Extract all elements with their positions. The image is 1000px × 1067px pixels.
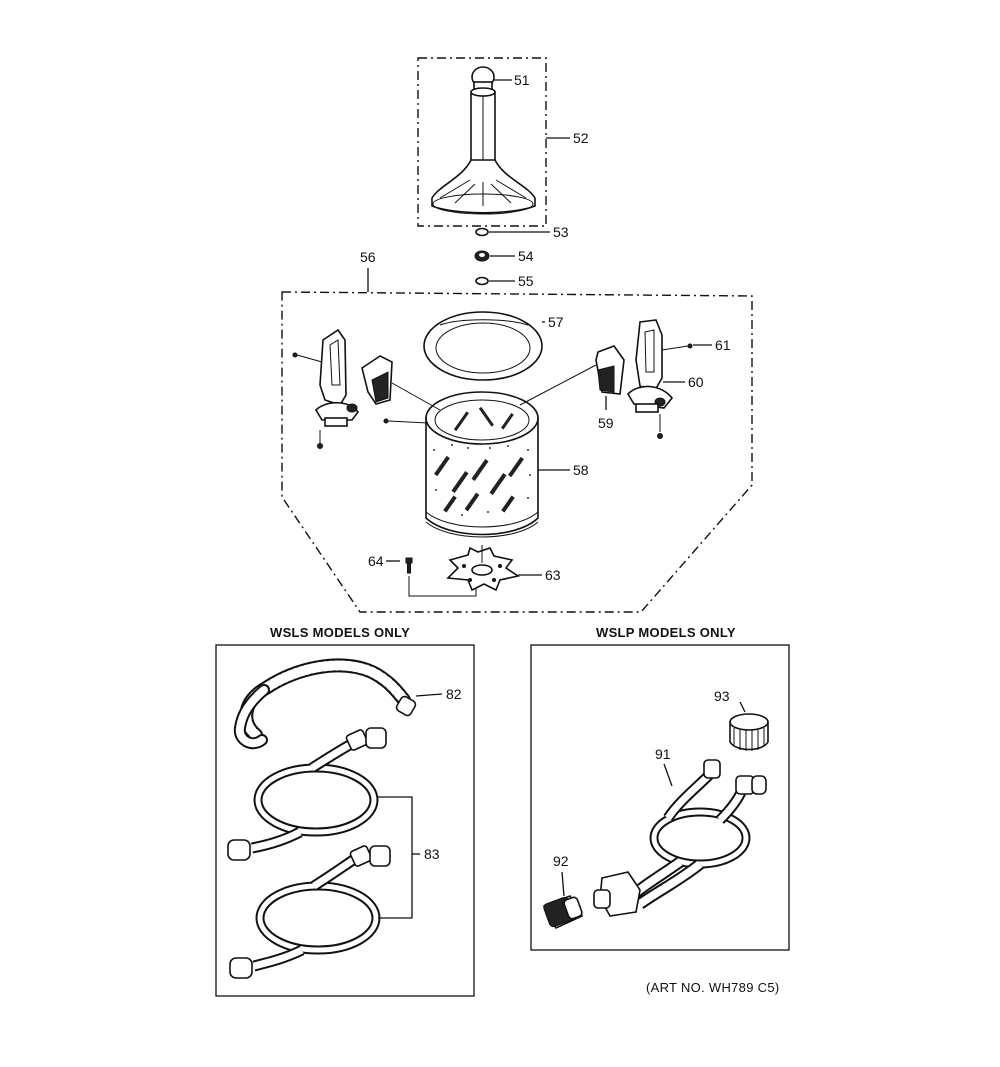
agitator-icon[interactable] xyxy=(431,66,536,215)
wsls-panel xyxy=(215,644,475,997)
wslp-caption: WSLP MODELS ONLY xyxy=(596,625,736,640)
agitator-group: 51 52 xyxy=(417,57,589,227)
hose-cap-icon[interactable] xyxy=(729,713,769,751)
y-hose-icon[interactable] xyxy=(593,759,767,917)
right-wedge-icon[interactable] xyxy=(595,345,625,395)
drain-hose-icon[interactable] xyxy=(233,658,417,750)
callout-63: 63 xyxy=(545,567,561,583)
nut-54-icon[interactable] xyxy=(474,250,490,262)
callout-56: 56 xyxy=(360,249,376,265)
basket-hub-icon[interactable] xyxy=(446,545,521,592)
washer-53-icon[interactable] xyxy=(475,227,489,237)
washer-55-icon[interactable] xyxy=(475,276,489,286)
callout-52: 52 xyxy=(573,130,589,146)
callout-64: 64 xyxy=(368,553,384,569)
hose-adapter-icon[interactable] xyxy=(542,895,584,930)
bolt-icon[interactable] xyxy=(405,557,413,574)
callout-83: 83 xyxy=(424,846,440,862)
callout-59: 59 xyxy=(598,415,614,431)
callout-53: 53 xyxy=(553,224,569,240)
fill-hose-upper-icon[interactable] xyxy=(227,727,387,861)
callout-82: 82 xyxy=(446,686,462,702)
callout-92: 92 xyxy=(553,853,569,869)
wash-basket-icon[interactable] xyxy=(425,391,539,538)
balance-ring-icon[interactable] xyxy=(423,311,543,381)
right-bracket-icon[interactable] xyxy=(626,319,693,439)
basket-group: 56 57 xyxy=(281,249,753,613)
callout-54: 54 xyxy=(518,248,534,264)
washer-stack: 53 54 55 xyxy=(474,224,569,289)
art-number: (ART NO. WH789 C5) xyxy=(646,980,780,995)
callout-91: 91 xyxy=(655,746,671,762)
callout-57: 57 xyxy=(548,314,564,330)
left-bracket-icon[interactable] xyxy=(292,328,359,449)
basket-dashed-outline xyxy=(281,291,753,613)
wsls-caption: WSLS MODELS ONLY xyxy=(270,625,410,640)
callout-55: 55 xyxy=(518,273,534,289)
wslp-panel xyxy=(530,644,790,951)
fill-hose-lower-icon[interactable] xyxy=(229,845,391,979)
left-wedge-icon[interactable] xyxy=(361,355,393,405)
callout-51: 51 xyxy=(514,72,530,88)
callout-93: 93 xyxy=(714,688,730,704)
callout-61: 61 xyxy=(715,337,731,353)
callout-60: 60 xyxy=(688,374,704,390)
agitator-dashed-box xyxy=(417,57,547,227)
callout-58: 58 xyxy=(573,462,589,478)
